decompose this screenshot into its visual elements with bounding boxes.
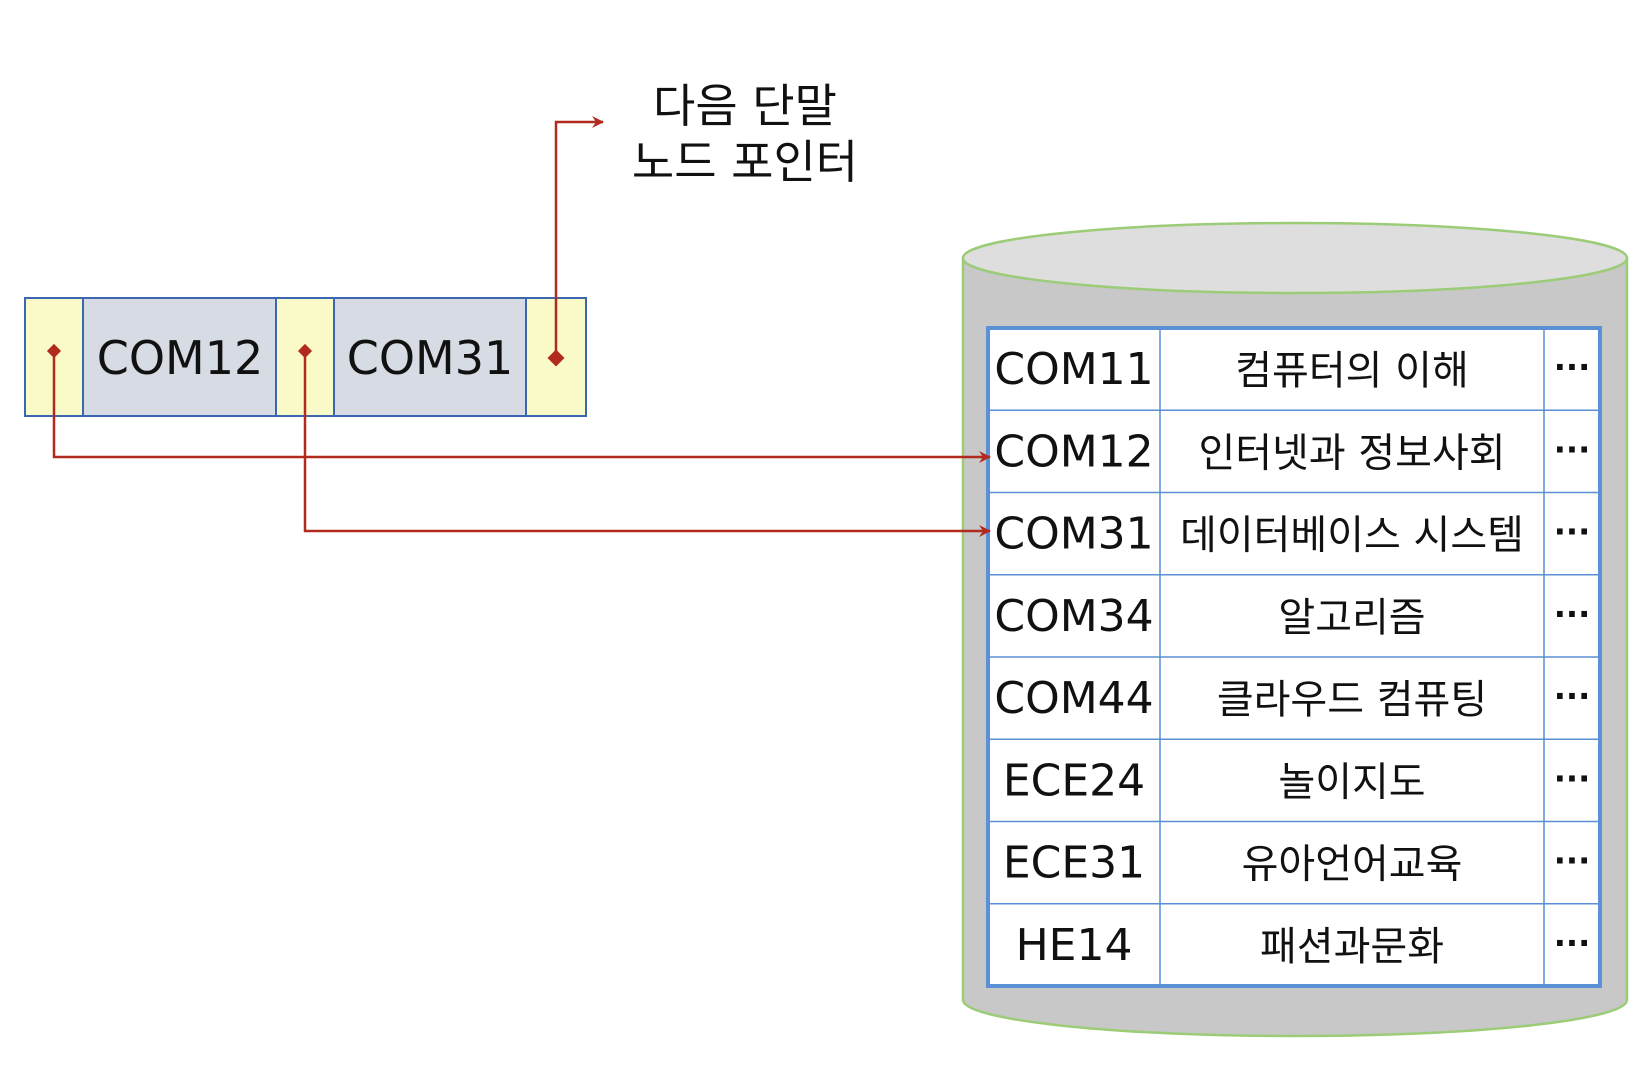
row-name: 인터넷과 정보사회 bbox=[1198, 430, 1505, 476]
table-row: COM34 알고리즘 ··· bbox=[988, 574, 1600, 642]
table-row: ECE24 놀이지도 ··· bbox=[988, 738, 1600, 806]
row-name: 클라우드 컴퓨팅 bbox=[1217, 677, 1487, 723]
cylinder-top bbox=[961, 221, 1629, 295]
row-name: 놀이지도 bbox=[1278, 759, 1425, 805]
record-table: COM11 컴퓨터의 이해 ··· COM12 인터넷과 정보사회 ··· COM31 데이터… bbox=[986, 326, 1602, 988]
next-leaf-arrow bbox=[554, 116, 604, 358]
row-code: COM31 bbox=[994, 509, 1153, 560]
row-code: ECE24 bbox=[1003, 755, 1145, 806]
row-more: ··· bbox=[1554, 595, 1590, 633]
row-code: HE14 bbox=[1016, 920, 1133, 971]
row-more: ··· bbox=[1554, 842, 1590, 880]
row-more: ··· bbox=[1554, 513, 1590, 551]
row-more: ··· bbox=[1554, 924, 1590, 962]
row-code: ECE31 bbox=[1003, 838, 1145, 889]
pointer-label-line2: 노드 포인터 bbox=[632, 135, 858, 189]
row-name: 유아언어교육 bbox=[1242, 842, 1463, 888]
record-table-frame bbox=[986, 326, 1602, 988]
row-name: 컴퓨터의 이해 bbox=[1235, 348, 1469, 394]
row-code: COM34 bbox=[994, 591, 1153, 642]
table-row: COM31 데이터베이스 시스템 ··· bbox=[988, 491, 1600, 560]
leaf-key-cell-2 bbox=[333, 297, 527, 417]
row-name: 알고리즘 bbox=[1278, 595, 1425, 641]
pointer-label-line1: 다음 단말 bbox=[653, 79, 837, 133]
row-name: 패션과문화 bbox=[1260, 924, 1444, 970]
leaf-key-1: COM12 bbox=[97, 331, 264, 385]
row-more: ··· bbox=[1554, 348, 1590, 386]
table-row: COM11 컴퓨터의 이해 ··· bbox=[994, 344, 1590, 395]
pointer-arrow-com31 bbox=[303, 351, 991, 537]
table-row: ECE31 유아언어교육 ··· bbox=[988, 820, 1600, 889]
row-more: ··· bbox=[1554, 759, 1590, 797]
table-row: HE14 패션과문화 ··· bbox=[988, 903, 1600, 971]
table-row: COM12 인터넷과 정보사회 ··· bbox=[988, 409, 1600, 477]
row-code: COM12 bbox=[994, 426, 1153, 477]
row-name: 데이터베이스 시스템 bbox=[1180, 513, 1524, 559]
row-more: ··· bbox=[1554, 430, 1590, 468]
row-code: COM44 bbox=[994, 673, 1153, 724]
leaf-key-2: COM31 bbox=[347, 331, 514, 385]
leaf-node: COM12 COM31 bbox=[24, 297, 587, 417]
row-code: COM11 bbox=[994, 344, 1153, 395]
table-row: COM44 클라우드 컴퓨팅 ··· bbox=[988, 656, 1600, 724]
row-more: ··· bbox=[1554, 677, 1590, 715]
pointer-arrow-com12 bbox=[52, 351, 991, 463]
leaf-key-cell-1 bbox=[82, 297, 277, 417]
